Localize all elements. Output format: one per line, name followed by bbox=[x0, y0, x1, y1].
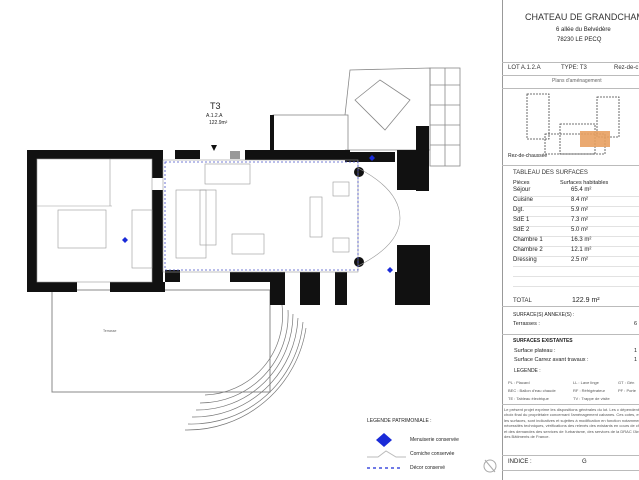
legend-menuiserie: Menuiserie conservée bbox=[410, 437, 459, 443]
legende-item: GT : Gén bbox=[618, 380, 635, 385]
location-thumbnail bbox=[526, 93, 620, 155]
disclaimer-text: Le présent projet exprime les dispositio… bbox=[504, 407, 639, 440]
col-rooms: Pièces bbox=[513, 180, 530, 186]
menuiserie-markers bbox=[122, 155, 393, 273]
address-line1: 6 allée du Belvédère bbox=[556, 27, 611, 33]
indice-value: G bbox=[582, 459, 587, 465]
north-arrow-icon bbox=[483, 459, 497, 473]
surfaces-title: TABLEAU DES SURFACES bbox=[513, 170, 588, 176]
corniche-symbol-icon bbox=[367, 450, 406, 458]
entrance-arrow-icon bbox=[211, 145, 217, 151]
col-areas: Surfaces habitables bbox=[560, 180, 609, 186]
level-label: Rez-de-c bbox=[614, 65, 639, 71]
carrez-label: Surface Carrez avant travaux : bbox=[514, 357, 589, 363]
decor-conserve-lines bbox=[164, 161, 359, 271]
lot-reference: A.1.2.A bbox=[206, 113, 223, 119]
legende-item: TE : Tableau électrique bbox=[508, 396, 549, 401]
legend-patrimoniale-title: LEGENDE PATRIMONIALE : bbox=[367, 418, 432, 424]
terraces-label: Terrasses : bbox=[513, 321, 540, 327]
floor-plan bbox=[27, 67, 497, 473]
indice-label: INDICE : bbox=[508, 459, 532, 465]
legende-item: TV : Trappe de visite bbox=[573, 396, 610, 401]
plateau-value: 1 bbox=[634, 348, 638, 354]
annex-title: SURFACE(S) ANNEXE(S) : bbox=[513, 312, 575, 318]
legende-item: BEC : Ballon d'eau chaude bbox=[508, 388, 556, 393]
type-label: TYPE: T3 bbox=[561, 65, 587, 71]
legende-item: RF : Réfrigérateur bbox=[573, 388, 606, 393]
title-block bbox=[502, 0, 639, 480]
total-label: TOTAL bbox=[513, 298, 532, 304]
existing-title: SURFACES EXISTANTES bbox=[513, 338, 573, 344]
terrace-label: Terrasse bbox=[103, 329, 117, 333]
legende-item: LL : Lave linge bbox=[573, 380, 599, 385]
total-value: 122.9 m² bbox=[572, 297, 600, 304]
unit-type: T3 bbox=[210, 101, 221, 111]
terrace-outline bbox=[51, 289, 271, 393]
interior-partitions bbox=[36, 158, 401, 283]
chimney bbox=[230, 151, 240, 159]
project-title: CHATEAU DE GRANDCHAM bbox=[525, 12, 639, 22]
menuiserie-symbol-icon bbox=[376, 433, 392, 447]
lot-label: LOT A.1.2.A bbox=[508, 65, 541, 71]
legend-decor: Décor conservé bbox=[410, 465, 446, 471]
highlighted-lot bbox=[580, 131, 610, 147]
legende-item: PL : Placard bbox=[508, 380, 530, 385]
curved-staircase bbox=[184, 304, 307, 431]
table-row: Dgt.5.9 m² bbox=[513, 207, 639, 217]
address-line2: 78230 LE PECQ bbox=[557, 37, 602, 43]
terraces-value: 6 bbox=[634, 321, 638, 327]
legende-item: PF : Porte bbox=[618, 388, 637, 393]
unit-area: 122.9m² bbox=[209, 120, 228, 126]
plateau-label: Surface plateau : bbox=[514, 348, 556, 354]
thumbnail-level-label: Rez-de-chaussée bbox=[508, 153, 548, 159]
plans-label: Plans d'aménagement bbox=[552, 78, 602, 84]
carrez-value: 1 bbox=[634, 357, 638, 363]
legend-corniche: Corniche conservée bbox=[410, 451, 455, 457]
legende-title: LEGENDE : bbox=[514, 368, 541, 374]
